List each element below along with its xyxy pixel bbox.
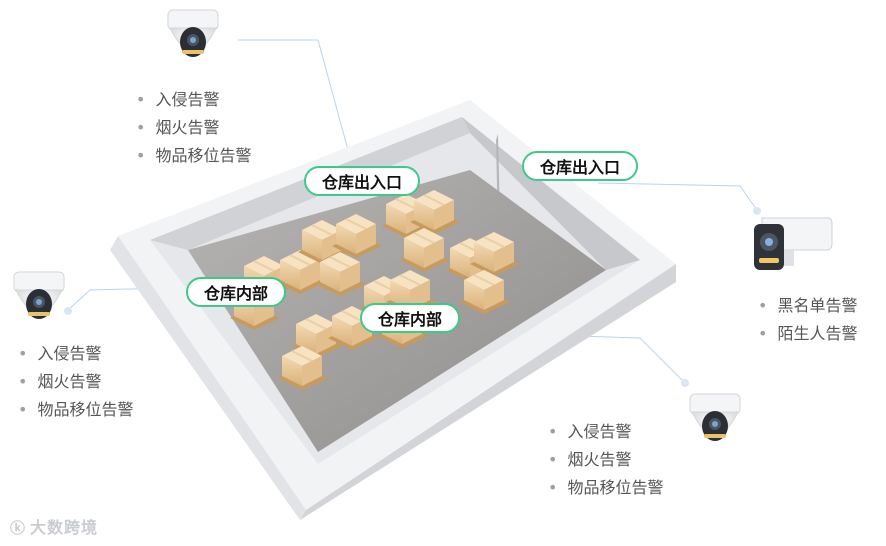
alert-item: •物品移位告警	[136, 142, 251, 170]
alert-item: •烟火告警	[548, 446, 663, 474]
label-warehouse-entrance-1: 仓库出入口	[304, 166, 420, 196]
dome-camera-icon	[686, 390, 744, 452]
alert-item: •陌生人告警	[758, 320, 857, 348]
label-warehouse-interior-1: 仓库内部	[186, 277, 286, 307]
alert-item: •烟火告警	[136, 114, 251, 142]
alert-list-bottom: •入侵告警 •烟火告警 •物品移位告警	[548, 418, 663, 502]
watermark-logo-icon: ⓚ	[10, 519, 26, 537]
dome-camera-icon	[164, 6, 222, 68]
alert-item: •入侵告警	[136, 86, 251, 114]
alert-item: •物品移位告警	[18, 396, 133, 424]
alert-item: •入侵告警	[548, 418, 663, 446]
alert-list-left: •入侵告警 •烟火告警 •物品移位告警	[18, 340, 133, 424]
leader-line-right	[598, 183, 757, 210]
alert-item: •物品移位告警	[548, 474, 663, 502]
label-warehouse-entrance-2: 仓库出入口	[522, 151, 638, 181]
label-warehouse-interior-2: 仓库内部	[360, 303, 460, 333]
alert-item: •入侵告警	[18, 340, 133, 368]
alert-list-top-left: •入侵告警 •烟火告警 •物品移位告警	[136, 86, 251, 170]
dome-camera-icon	[10, 268, 68, 330]
alert-item: •黑名单告警	[758, 292, 857, 320]
anchor-dot-bottom	[681, 379, 689, 387]
leader-line-top-left	[238, 40, 348, 150]
alert-list-right: •黑名单告警 •陌生人告警	[758, 292, 857, 348]
bullet-camera-icon	[748, 212, 834, 274]
alert-item: •烟火告警	[18, 368, 133, 396]
